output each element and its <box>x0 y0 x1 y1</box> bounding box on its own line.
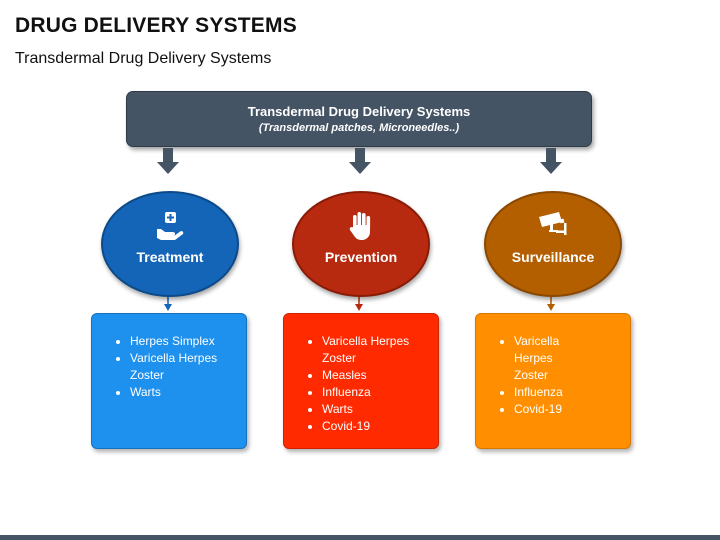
header-box: Transdermal Drug Delivery Systems (Trans… <box>126 91 592 147</box>
list-item: Covid-19 <box>514 401 580 418</box>
security-camera-icon <box>539 212 567 235</box>
circle-label-prevention: Prevention <box>324 249 398 265</box>
list-prevention: Varicella Herpes Zoster Measles Influenz… <box>284 314 438 435</box>
footer-bar <box>0 535 720 540</box>
arrow-down-surveillance <box>540 148 562 174</box>
card-surveillance: Varicella Herpes Zoster Influenza Covid-… <box>475 313 631 449</box>
list-item: Warts <box>322 401 438 418</box>
arrow-treatment-card <box>164 304 172 311</box>
list-item: Varicella Herpes Zoster <box>322 333 438 367</box>
circle-treatment: Treatment <box>101 191 239 297</box>
circle-prevention: Prevention <box>292 191 430 297</box>
page-subtitle: Transdermal Drug Delivery Systems <box>15 50 272 67</box>
list-surveillance: Varicella Herpes Zoster Influenza Covid-… <box>476 314 630 418</box>
arrow-down-prevention <box>349 148 371 174</box>
arrow-prevention-card <box>355 304 363 311</box>
header-subtitle: (Transdermal patches, Microneedles..) <box>258 122 460 134</box>
list-item: Varicella Herpes Zoster <box>130 350 246 384</box>
circle-label-surveillance: Surveillance <box>511 249 595 265</box>
circle-arrows <box>164 295 555 311</box>
circle-label-treatment: Treatment <box>136 249 204 265</box>
list-treatment: Herpes Simplex Varicella Herpes Zoster W… <box>92 314 246 401</box>
list-item: Covid-19 <box>322 418 438 435</box>
header-arrows <box>157 148 562 174</box>
list-item: Warts <box>130 384 246 401</box>
list-item: Measles <box>322 367 438 384</box>
page-title: DRUG DELIVERY SYSTEMS <box>15 14 297 37</box>
card-treatment: Herpes Simplex Varicella Herpes Zoster W… <box>91 313 247 449</box>
list-item: Influenza <box>322 384 438 401</box>
card-prevention: Varicella Herpes Zoster Measles Influenz… <box>283 313 439 449</box>
stop-hand-icon <box>349 212 371 240</box>
hand-medical-icon <box>157 212 184 240</box>
list-item: Herpes Simplex <box>130 333 246 350</box>
circle-surveillance: Surveillance <box>484 191 622 297</box>
arrow-surveillance-card <box>547 304 555 311</box>
list-item: Influenza <box>514 384 580 401</box>
list-item: Varicella Herpes Zoster <box>514 333 580 384</box>
header-title: Transdermal Drug Delivery Systems <box>247 104 471 119</box>
arrow-down-treatment <box>157 148 179 174</box>
